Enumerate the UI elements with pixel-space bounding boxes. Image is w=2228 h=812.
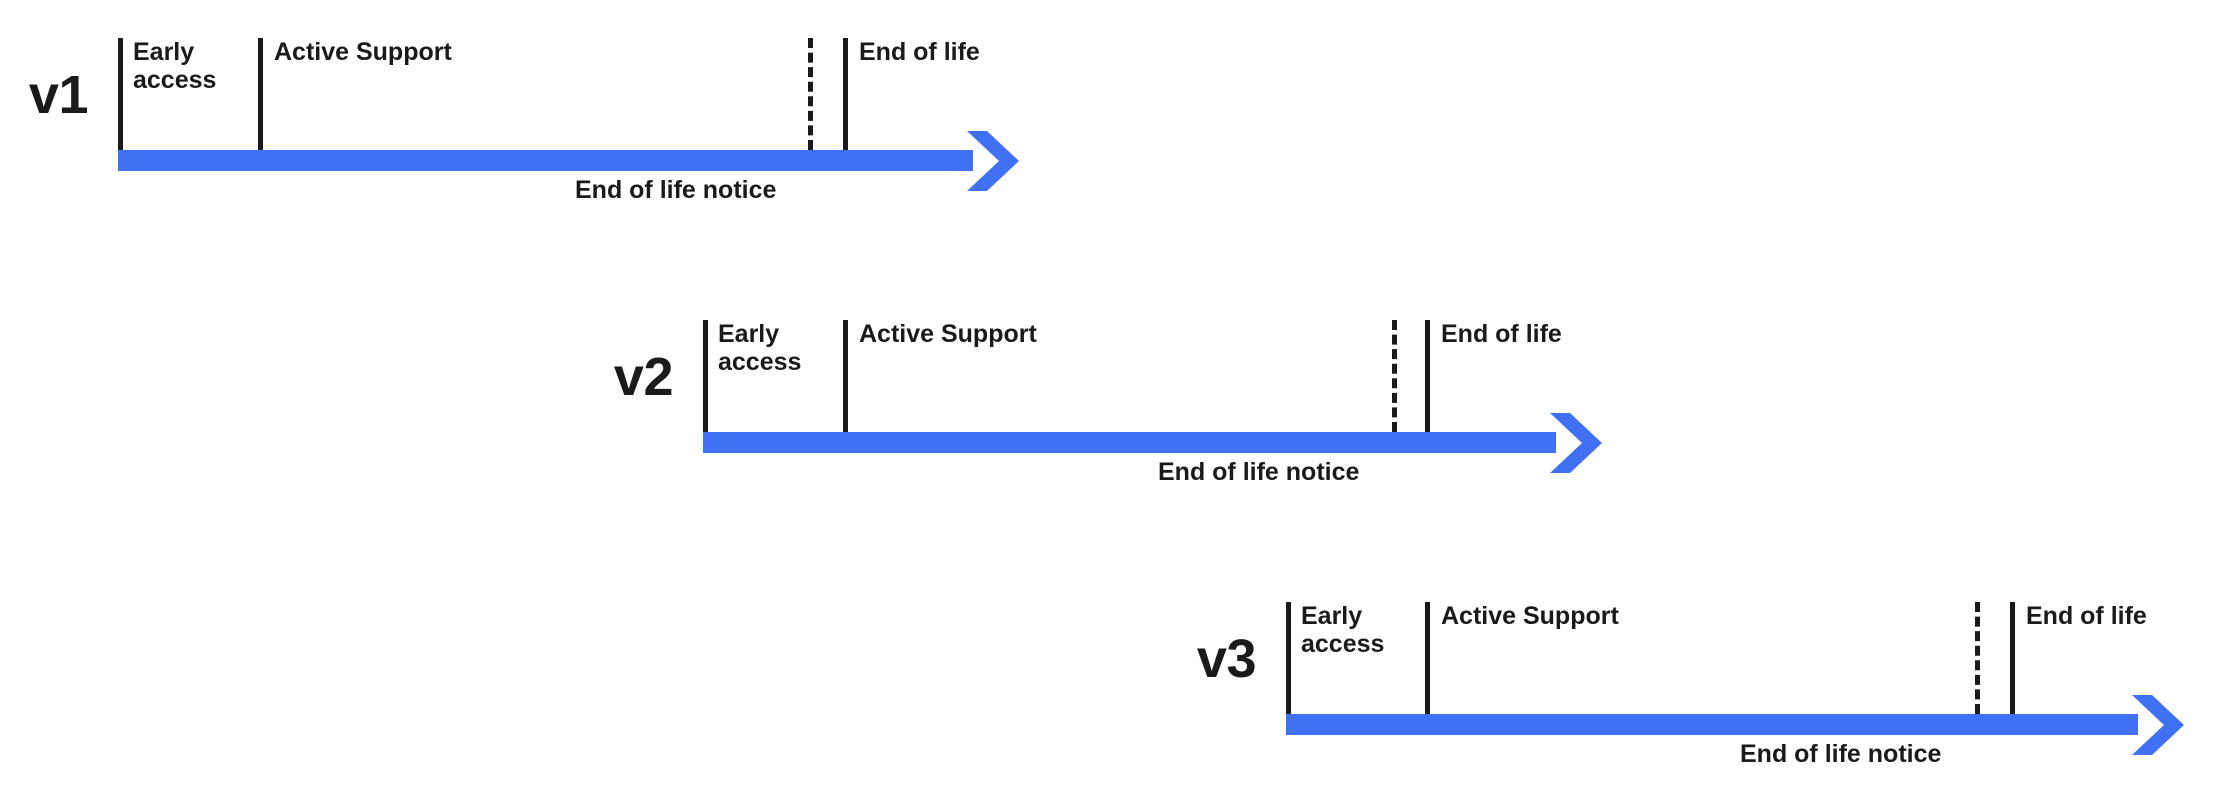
tick-active-support-start-v1 bbox=[258, 38, 263, 150]
timeline-row-v1: v1 Early access Active Support End of li… bbox=[0, 0, 2228, 230]
tick-end-of-life-notice-v1 bbox=[808, 38, 813, 150]
version-label-v2: v2 bbox=[613, 347, 674, 407]
tick-end-of-life-notice-v2 bbox=[1392, 320, 1397, 432]
tick-early-access-start-v2 bbox=[703, 320, 708, 432]
tick-early-access-start-v1 bbox=[118, 38, 123, 150]
tick-end-of-life-start-v2 bbox=[1425, 320, 1430, 432]
phase-label-active-support-v2: Active Support bbox=[859, 320, 1037, 348]
lifecycle-arrow-track-v1 bbox=[118, 150, 973, 171]
tick-end-of-life-notice-v3 bbox=[1975, 602, 1980, 714]
phase-label-early-access-v3: Early access bbox=[1301, 602, 1385, 658]
notice-label-end-of-life-notice-v2: End of life notice bbox=[1158, 458, 1360, 486]
lifecycle-arrow-track-v3 bbox=[1286, 714, 2138, 735]
version-label-v3: v3 bbox=[1196, 629, 1257, 689]
phase-label-early-access-v1: Early access bbox=[133, 38, 217, 94]
phase-label-end-of-life-v3: End of life bbox=[2026, 602, 2147, 630]
phase-label-active-support-v3: Active Support bbox=[1441, 602, 1619, 630]
lifecycle-arrow-track-v2 bbox=[703, 432, 1556, 453]
timeline-row-v2: v2 Early access Active Support End of li… bbox=[0, 0, 2228, 486]
phase-label-active-support-v1: Active Support bbox=[274, 38, 452, 66]
tick-early-access-start-v3 bbox=[1286, 602, 1291, 714]
tick-active-support-start-v3 bbox=[1425, 602, 1430, 714]
tick-end-of-life-start-v3 bbox=[2010, 602, 2015, 714]
tick-end-of-life-start-v1 bbox=[843, 38, 848, 150]
notice-label-end-of-life-notice-v1: End of life notice bbox=[575, 176, 777, 204]
notice-label-end-of-life-notice-v3: End of life notice bbox=[1740, 740, 1942, 768]
phase-label-early-access-v2: Early access bbox=[718, 320, 802, 376]
tick-active-support-start-v2 bbox=[843, 320, 848, 432]
phase-label-end-of-life-v1: End of life bbox=[859, 38, 980, 66]
phase-label-end-of-life-v2: End of life bbox=[1441, 320, 1562, 348]
version-label-v1: v1 bbox=[28, 65, 89, 125]
timeline-row-v3: v3 Early access Active Support End of li… bbox=[0, 0, 2228, 768]
